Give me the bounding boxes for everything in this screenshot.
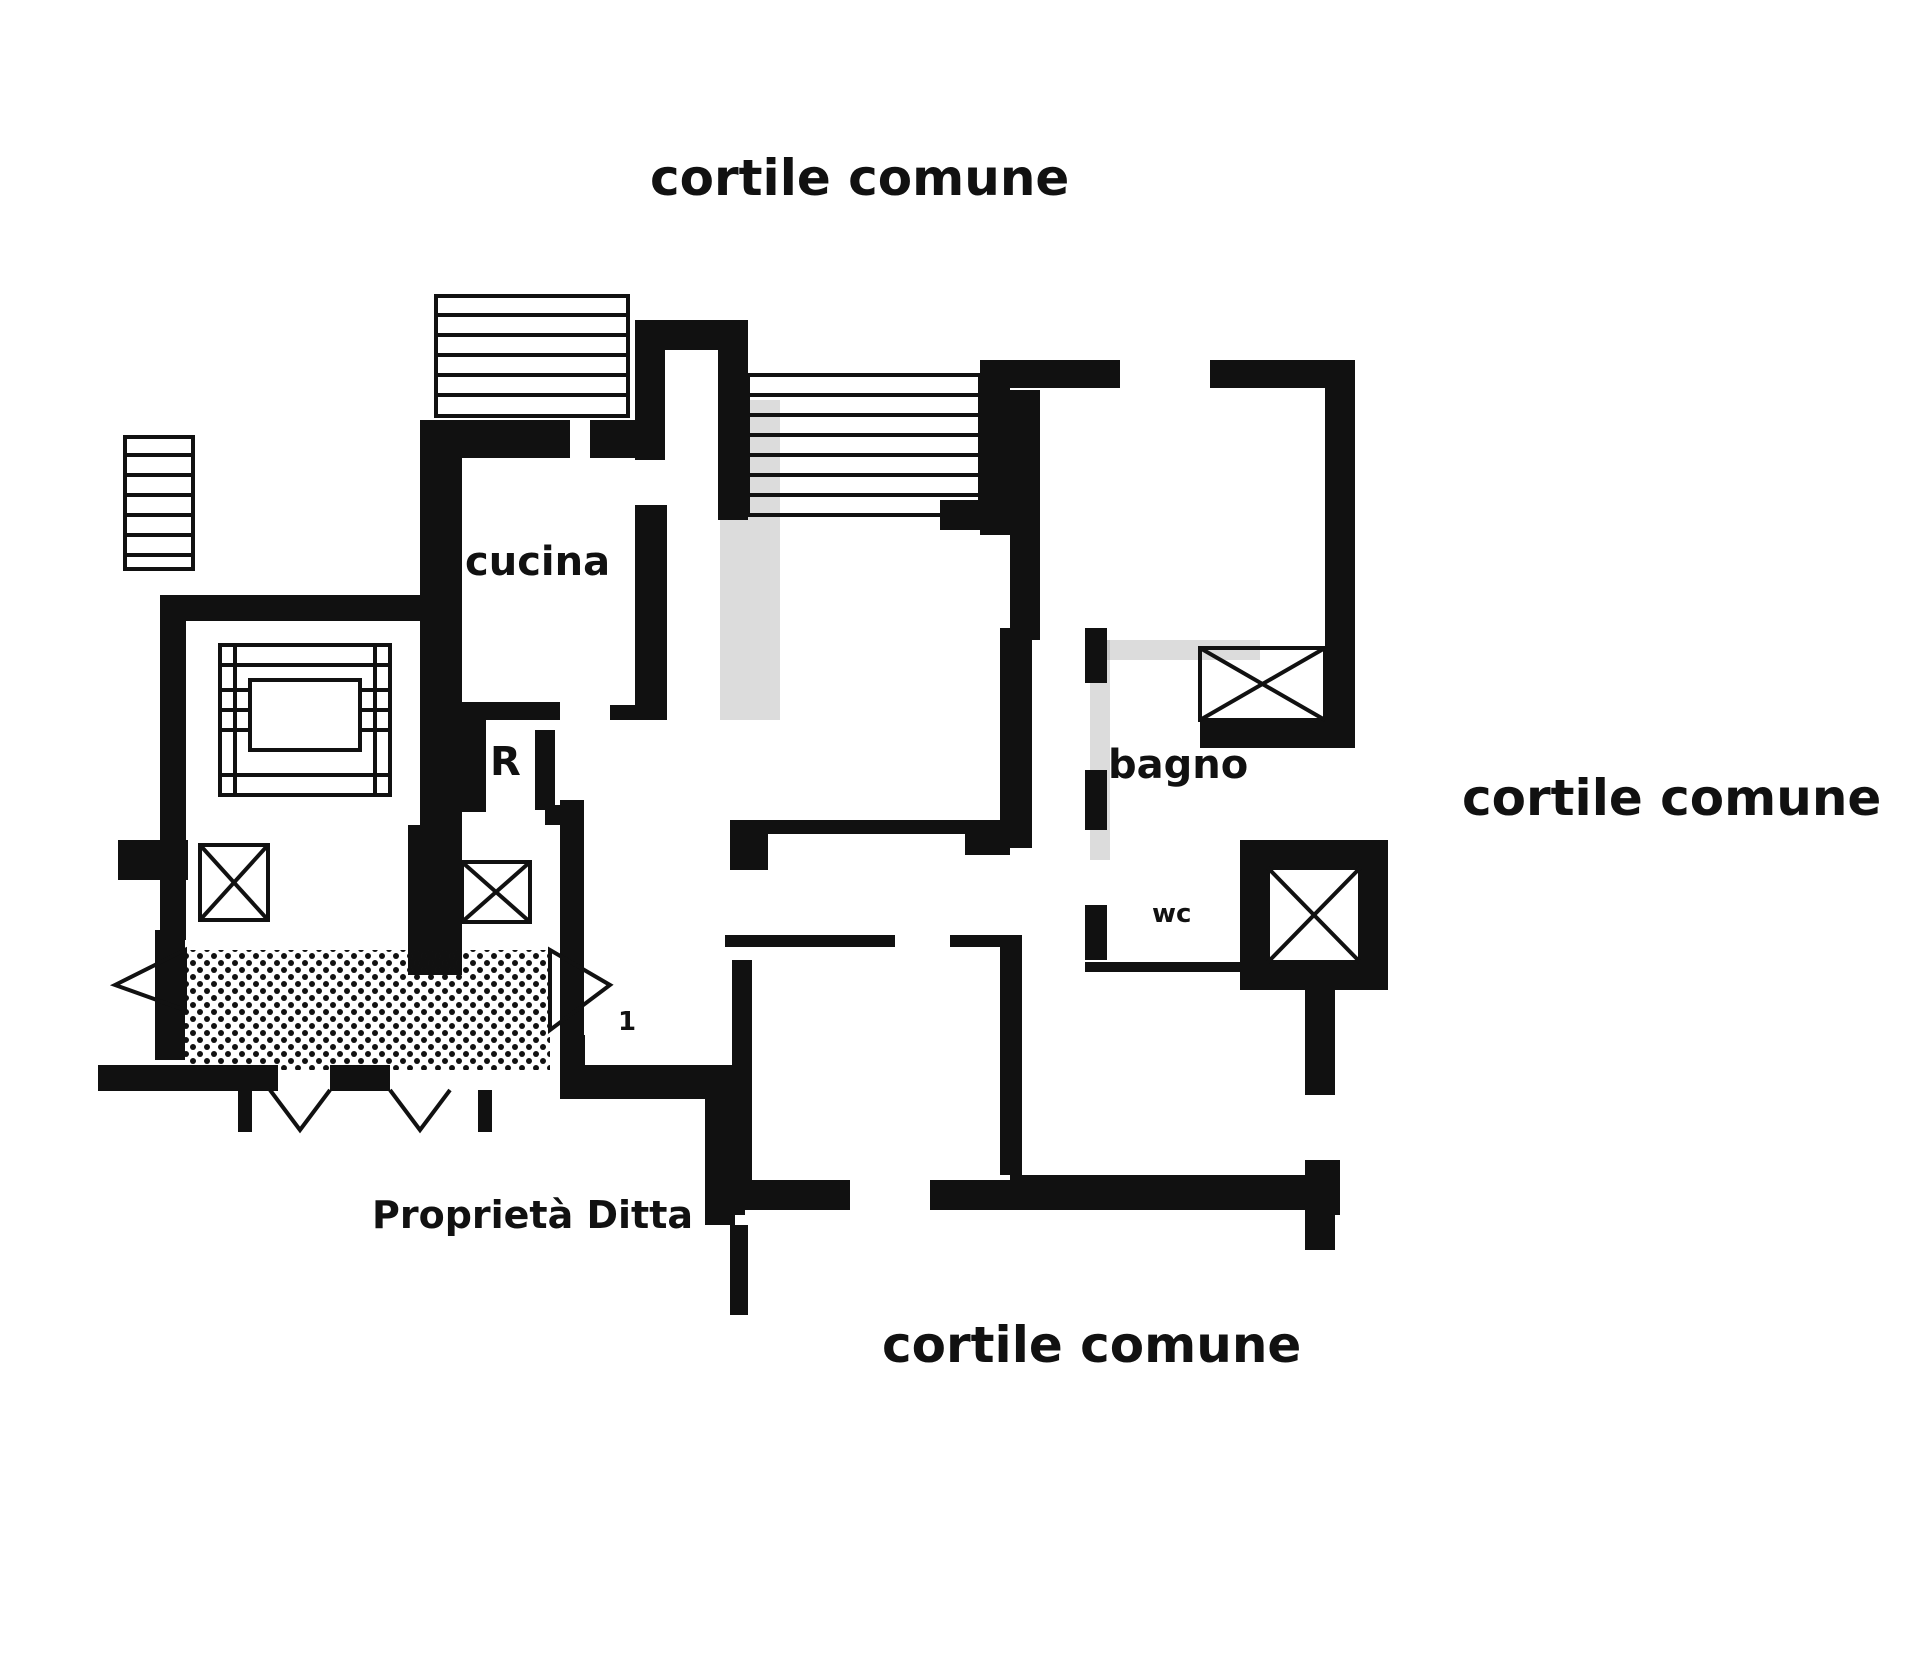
- elevator-right: [460, 860, 532, 924]
- staircase: [218, 643, 392, 797]
- elevator-left: [198, 843, 270, 922]
- shaft-lower-right: [1266, 866, 1362, 964]
- wc-label: wc: [1152, 899, 1191, 929]
- bathroom-label: bagno: [1108, 742, 1248, 788]
- property-label: Proprietà Ditta: [372, 1193, 693, 1237]
- balcony-left: [123, 435, 195, 571]
- shaft-upper-right: [1198, 646, 1327, 722]
- kitchen-label: cucina: [465, 539, 610, 585]
- entrance-lobby: [109, 946, 614, 1134]
- balcony-kitchen: [434, 294, 630, 418]
- entrance-number-label: 1: [618, 1007, 636, 1037]
- courtyard-right-label: cortile comune: [1462, 769, 1881, 827]
- fridge-label: R: [490, 739, 521, 785]
- courtyard-bottom-label: cortile comune: [882, 1316, 1301, 1374]
- courtyard-top-label: cortile comune: [650, 149, 1069, 207]
- balcony-center: [746, 373, 982, 517]
- walls: [98, 320, 1388, 1315]
